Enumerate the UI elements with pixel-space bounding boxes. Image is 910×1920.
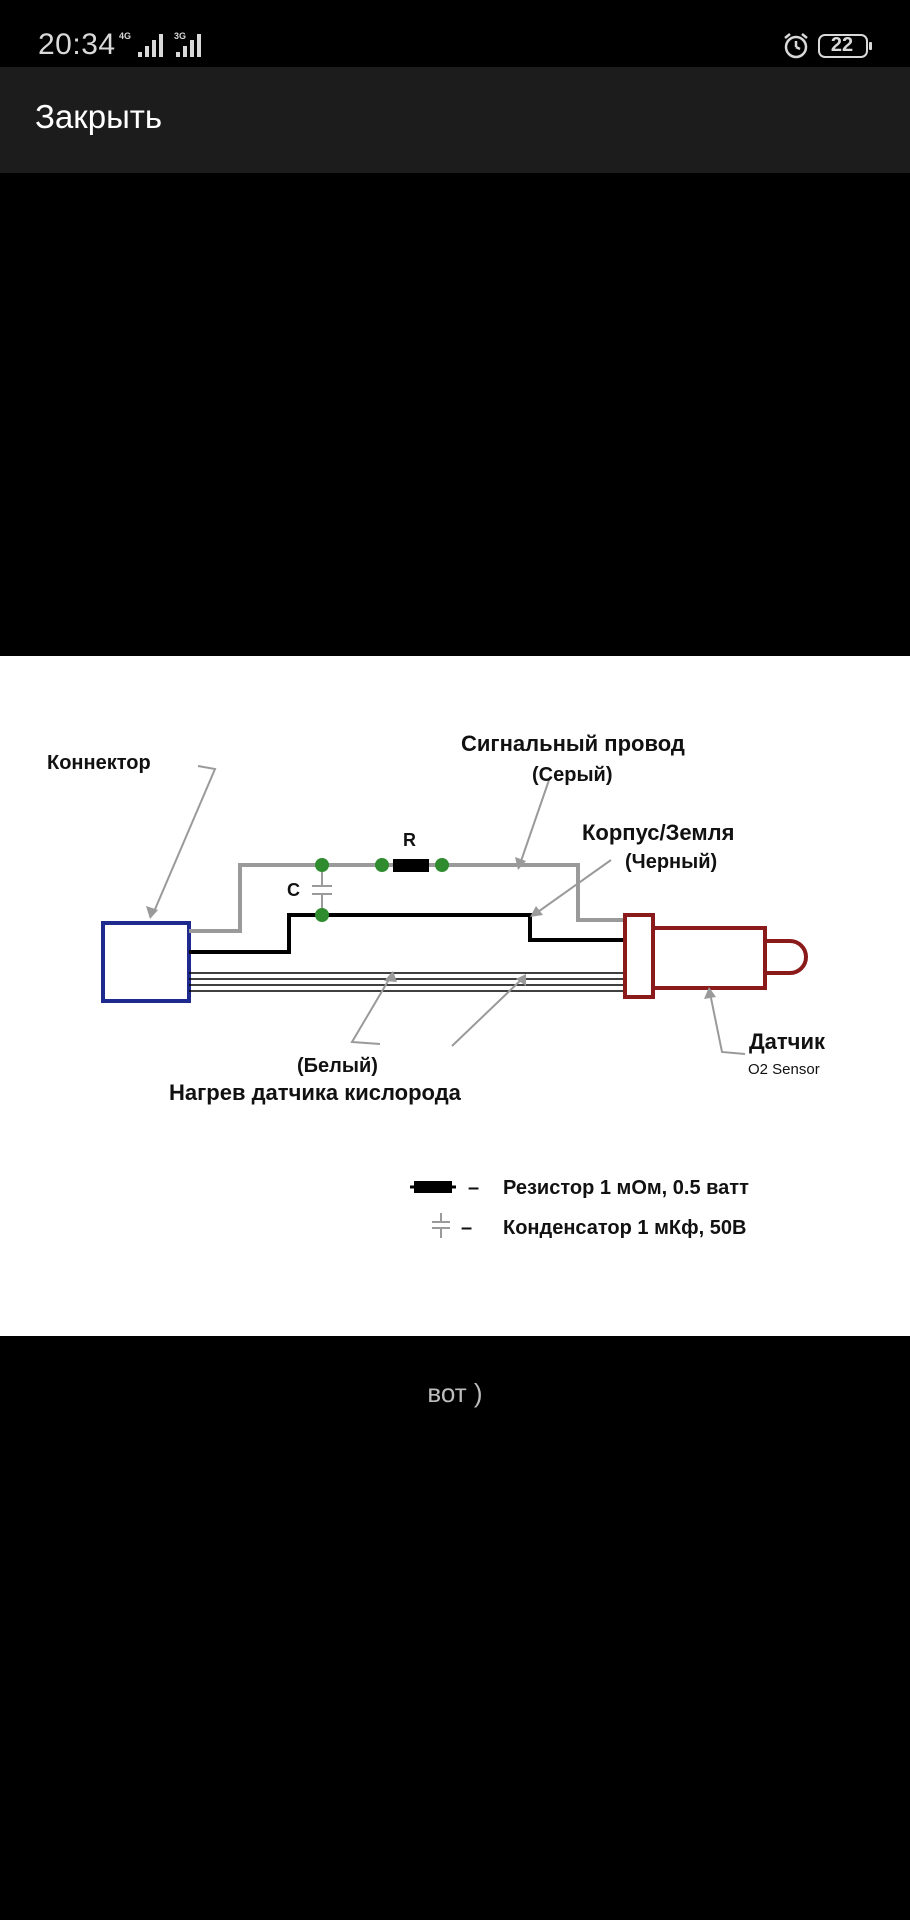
legend-resistor: Резистор 1 мОм, 0.5 ватт <box>503 1177 749 1199</box>
heater-pointer <box>451 978 523 1047</box>
status-bar: 20:34 4G 3G <box>0 0 910 67</box>
top-bar: Закрыть <box>0 67 910 173</box>
signal-3g: 3G <box>174 30 210 60</box>
sensor-body <box>651 926 767 990</box>
legend-resistor-icon <box>414 1181 452 1193</box>
status-time: 20:34 <box>38 28 116 61</box>
legend-capacitor-icon <box>432 1213 450 1238</box>
sensor-flange <box>623 913 655 999</box>
heater-pointer <box>350 975 392 1045</box>
connector-box <box>101 921 191 1003</box>
battery-level: 22 <box>830 34 854 56</box>
arrowhead <box>516 974 526 986</box>
wiring-diagram: Коннектор Сигнальный провод (Серый) R C … <box>47 731 826 1239</box>
legend-dash: – <box>461 1217 472 1239</box>
signal-wire <box>189 863 625 933</box>
label-connector: Коннектор <box>47 752 151 774</box>
legend-capacitor: Конденсатор 1 мКф, 50В <box>503 1217 746 1239</box>
legend-dash: – <box>468 1177 479 1199</box>
battery-icon <box>818 34 872 58</box>
node <box>435 858 449 872</box>
node <box>375 858 389 872</box>
signal-bars-icon: 4G <box>119 31 163 57</box>
arrowhead <box>384 971 397 982</box>
arrowhead <box>515 857 526 870</box>
connector-pointer <box>152 765 217 915</box>
image-caption: вот ) <box>427 1378 483 1408</box>
node <box>315 858 329 872</box>
signal-bars-icon: 3G <box>174 31 201 57</box>
signal-4g: 4G <box>118 30 168 60</box>
ground-wire <box>189 913 625 954</box>
label-resistor: R <box>403 830 416 850</box>
svg-text:4G: 4G <box>119 31 131 41</box>
label-heater-color: (Белый) <box>297 1055 378 1077</box>
label-signal-color: (Серый) <box>532 764 612 786</box>
alarm-icon <box>784 33 808 59</box>
arrowhead <box>146 906 158 919</box>
resistor <box>393 859 429 872</box>
node <box>315 908 329 922</box>
sensor-pointer <box>709 992 746 1055</box>
ground-pointer <box>534 859 612 915</box>
arrowhead <box>530 906 543 917</box>
label-capacitor: C <box>287 880 300 900</box>
label-sensor-sub: O2 Sensor <box>748 1061 820 1078</box>
label-signal-wire: Сигнальный провод <box>461 731 685 756</box>
wiring-diagram-image[interactable]: Коннектор Сигнальный провод (Серый) R C … <box>0 656 910 1336</box>
label-ground-color: (Черный) <box>625 851 717 873</box>
sensor-tip <box>765 939 808 975</box>
label-ground: Корпус/Земля <box>582 820 734 845</box>
close-button[interactable]: Закрыть <box>35 98 163 135</box>
signal-pointer <box>519 779 550 865</box>
arrowhead <box>704 987 716 999</box>
svg-text:3G: 3G <box>174 31 186 41</box>
label-sensor: Датчик <box>749 1029 826 1054</box>
label-heater: Нагрев датчика кислорода <box>169 1080 462 1105</box>
